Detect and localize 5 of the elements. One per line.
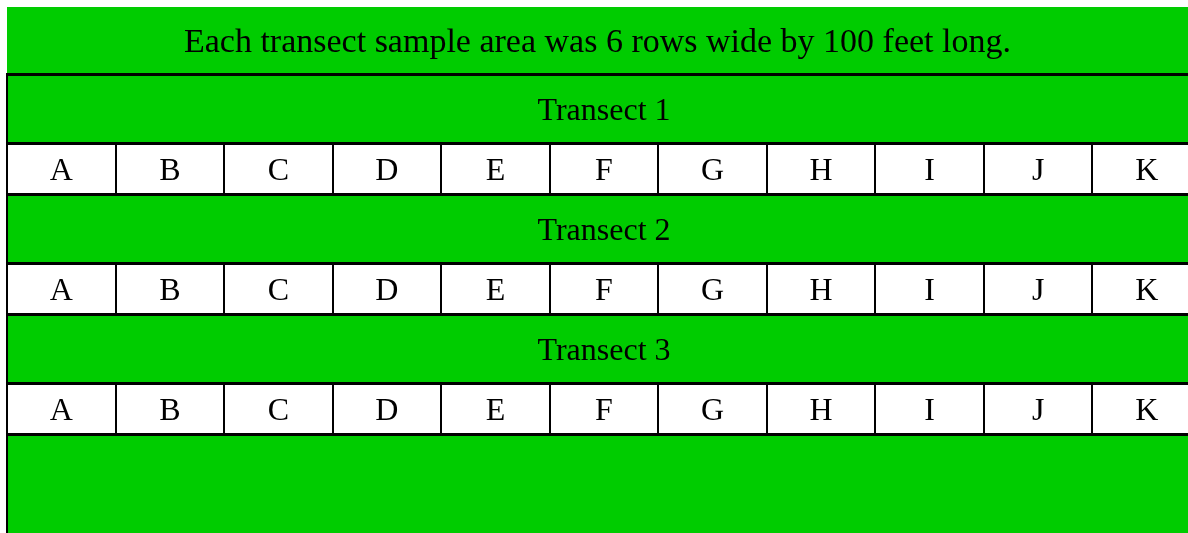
transect-band (8, 433, 1188, 533)
transect-band: Transect 1 (8, 73, 1188, 142)
title-banner: Each transect sample area was 6 rows wide by 100 feet long. (7, 7, 1188, 73)
transect-band: Transect 3 (8, 313, 1188, 382)
transect-band: Transect 2 (8, 193, 1188, 262)
